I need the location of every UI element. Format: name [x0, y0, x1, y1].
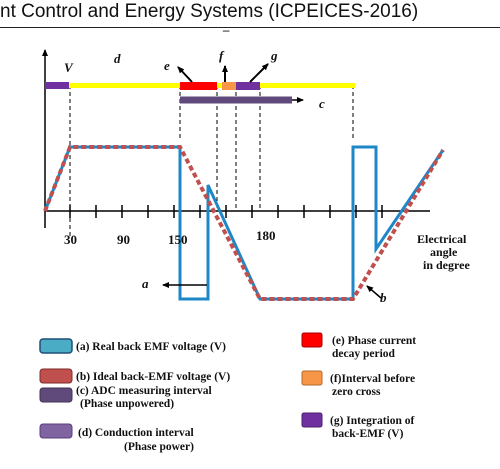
legend-icon-real-emf [39, 338, 73, 354]
legend-icon-interval [301, 370, 323, 386]
label-e: e [164, 58, 170, 73]
legend-label-g-line1: (g) Integration of [330, 415, 414, 427]
tick-label-90: 90 [117, 232, 130, 247]
real-back-emf-curve [43, 145, 445, 301]
axis-label-line1: Electrical [417, 232, 467, 246]
e-arrow [177, 66, 193, 83]
axis-label-line3: in degree [423, 258, 470, 272]
legend-label-e-line2: decay period [332, 348, 396, 360]
legend: (a) Real back EMF voltage (V) (b) Ideal … [39, 332, 416, 453]
tick-label-150: 150 [168, 232, 188, 247]
legend-label-f-line1: (f)Interval before [330, 373, 415, 385]
legend-label-c-line2: (Phase unpowered) [80, 398, 174, 410]
header-rule [0, 27, 500, 28]
label-f: f [219, 48, 225, 63]
legend-label-a: (a) Real back EMF voltage (V) [76, 341, 226, 353]
legend-icon-decay [301, 332, 323, 348]
legend-icon-conduction [39, 423, 73, 439]
legend-icon-ideal-emf [39, 368, 73, 384]
legend-icon-integration [301, 412, 323, 428]
label-g: g [270, 48, 278, 63]
phase-current-decay-bar [180, 82, 217, 90]
label-b: b [380, 290, 387, 305]
legend-label-c-line1: (c) ADC measuring interval [76, 385, 212, 397]
axis-label-line2: angle [430, 245, 458, 259]
legend-label-b: (b) Ideal back-EMF voltage (V) [76, 371, 230, 383]
b-arrow [366, 285, 382, 299]
label-a: a [142, 276, 149, 291]
label-c: c [319, 96, 325, 111]
legend-label-e-line1: (e) Phase current [332, 335, 416, 347]
legend-label-g-line2: back-EMF (V) [332, 428, 404, 440]
ideal-back-emf-curve [43, 145, 445, 301]
guide-lines [69, 85, 354, 238]
tick-label-180: 180 [256, 228, 276, 243]
tick-label-30: 30 [64, 232, 77, 247]
conduction-interval-bar [45, 82, 69, 89]
page-header: nt Control and Energy Systems (ICPEICES-… [0, 1, 419, 22]
g-arrow [249, 63, 269, 83]
label-d: d [114, 51, 121, 66]
integration-bar [236, 82, 260, 90]
legend-icon-adc [39, 387, 73, 403]
label-v: V [64, 60, 74, 75]
legend-label-d-line2: (Phase power) [124, 441, 194, 453]
legend-label-f-line2: zero cross [332, 386, 381, 398]
interval-before-zc-bar [222, 82, 236, 90]
legend-label-d-line1: (d) Conduction interval [78, 427, 194, 439]
tick-marks [69, 205, 383, 218]
label-top-dash: – [222, 22, 230, 37]
